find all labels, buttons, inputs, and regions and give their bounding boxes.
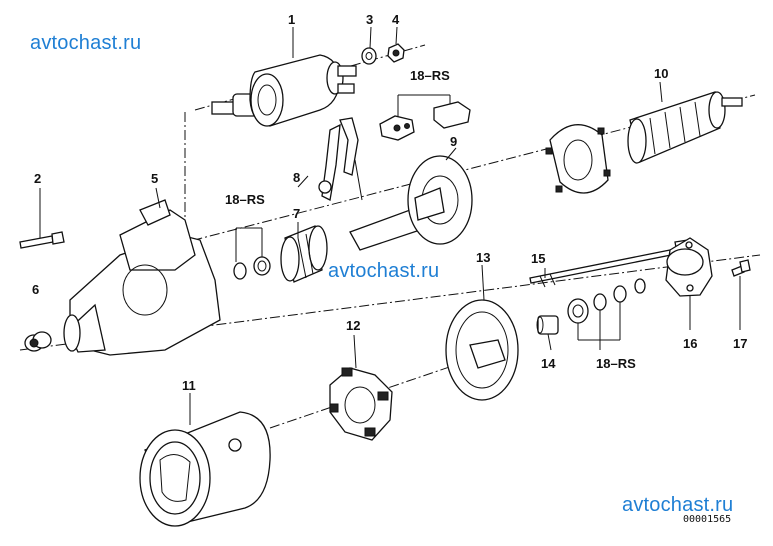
callout-18rs-left: 18–RS bbox=[225, 192, 265, 207]
callout-15: 15 bbox=[531, 251, 545, 266]
callout-4: 4 bbox=[392, 12, 400, 27]
callout-5: 5 bbox=[151, 171, 158, 186]
watermark-top: avtochast.ru bbox=[30, 32, 142, 54]
watermark-middle: avtochast.ru bbox=[328, 260, 440, 282]
callout-3: 3 bbox=[366, 12, 373, 27]
callout-1: 1 bbox=[288, 12, 295, 27]
bushing[interactable] bbox=[24, 331, 52, 352]
intermediate-bearing[interactable] bbox=[349, 155, 473, 251]
callout-12: 12 bbox=[346, 318, 360, 333]
callout-7: 7 bbox=[293, 206, 300, 221]
brush-plate[interactable] bbox=[545, 123, 611, 194]
callout-8: 8 bbox=[293, 170, 300, 185]
callout-6: 6 bbox=[32, 282, 39, 297]
solenoid-switch[interactable] bbox=[211, 54, 357, 127]
engagement-lever[interactable] bbox=[318, 117, 363, 201]
commutator-end-cover[interactable] bbox=[445, 299, 519, 401]
callout-labels: 1 3 4 18–RS 10 9 2 5 8 18–RS 7 13 15 6 1… bbox=[32, 12, 747, 393]
sleeve[interactable] bbox=[536, 315, 559, 335]
pinion-drive[interactable] bbox=[280, 225, 328, 283]
brush-holder[interactable] bbox=[329, 367, 393, 441]
callout-17: 17 bbox=[733, 336, 747, 351]
callout-13: 13 bbox=[476, 250, 490, 265]
washer-set-bottom[interactable] bbox=[567, 278, 646, 350]
callout-16: 16 bbox=[683, 336, 697, 351]
callout-18rs-top: 18–RS bbox=[410, 68, 450, 83]
watermark-bottom: avtochast.ru bbox=[622, 494, 734, 516]
callout-18rs-bottom: 18–RS bbox=[596, 356, 636, 371]
callout-14: 14 bbox=[541, 356, 556, 371]
through-bolt-short[interactable] bbox=[19, 231, 65, 249]
support-bracket[interactable] bbox=[665, 237, 713, 297]
screw[interactable] bbox=[731, 259, 751, 277]
callout-9: 9 bbox=[450, 134, 457, 149]
callout-2: 2 bbox=[34, 171, 41, 186]
washer-part[interactable] bbox=[361, 47, 377, 65]
callout-11: 11 bbox=[182, 378, 196, 393]
contact-set-top[interactable] bbox=[379, 94, 471, 141]
callout-10: 10 bbox=[654, 66, 668, 81]
leader-lines bbox=[39, 26, 741, 425]
snap-ring-set[interactable] bbox=[233, 227, 271, 280]
nut-part[interactable] bbox=[387, 43, 405, 63]
starter-housing[interactable] bbox=[63, 199, 221, 356]
field-housing[interactable] bbox=[139, 411, 271, 527]
armature[interactable] bbox=[627, 91, 743, 164]
drawing-code: 00001565 bbox=[683, 514, 732, 525]
